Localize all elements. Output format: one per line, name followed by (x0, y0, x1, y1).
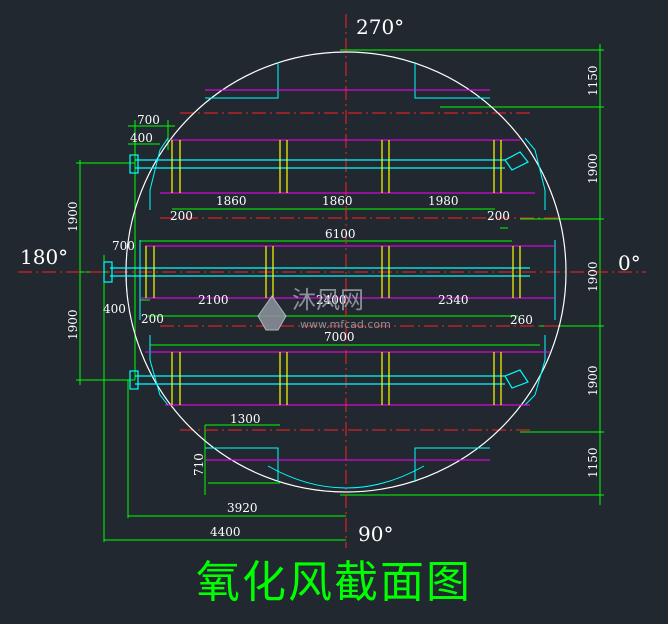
baffle-contour (139, 62, 556, 489)
magenta-lines (140, 89, 555, 461)
watermark-logo-icon (257, 295, 287, 331)
dim-3920: 3920 (227, 501, 258, 515)
dim-4400: 4400 (210, 525, 241, 539)
dim-left-1900-a: 1900 (66, 201, 80, 232)
dim-row1-1: 1860 (216, 194, 247, 208)
watermark-brand: 沐风网 (292, 286, 364, 314)
watermark-url: www.mfcad.com (300, 318, 391, 331)
drawing-title: 氧化风截面图 (196, 557, 472, 608)
dim-6100: 6100 (325, 227, 356, 241)
dim-right-1150-bottom: 1150 (586, 447, 600, 478)
angle-180-label: 180° (20, 245, 68, 269)
dim-row2-3: 2340 (438, 293, 469, 307)
dim-200-c: 200 (141, 312, 164, 326)
dim-row2-2: 2400 (316, 293, 347, 307)
dim-710: 710 (192, 453, 206, 476)
dim-left-1900-b: 1900 (66, 309, 80, 340)
dim-400-mid: 400 (103, 302, 126, 316)
dim-400-top: 400 (130, 131, 153, 145)
dim-200-a: 200 (170, 209, 193, 223)
dim-right-1900-a: 1900 (586, 153, 600, 184)
dim-right-1150-top: 1150 (586, 65, 600, 96)
watermark: 沐风网 www.mfcad.com (257, 286, 391, 331)
angle-270-label: 270° (356, 15, 404, 39)
dim-7000: 7000 (324, 330, 355, 344)
dim-row2-1: 2100 (198, 293, 229, 307)
dim-700-top: 700 (137, 113, 160, 127)
dim-1300: 1300 (230, 412, 261, 426)
tank-outline (125, 51, 567, 493)
dim-row1-2: 1860 (322, 194, 353, 208)
dim-260: 260 (510, 313, 533, 327)
angle-0-label: 0° (618, 251, 641, 275)
dim-700-mid: 700 (112, 239, 135, 253)
center-lines (18, 14, 646, 548)
pipe-supports (145, 140, 521, 405)
dim-row1-3: 1980 (428, 194, 459, 208)
dimension-lines (76, 44, 604, 542)
air-pipes (103, 151, 530, 390)
dim-right-1900-c: 1900 (586, 365, 600, 396)
dim-200-b: 200 (487, 209, 510, 223)
dim-right-1900-b: 1900 (586, 261, 600, 292)
angle-90-label: 90° (358, 522, 393, 546)
